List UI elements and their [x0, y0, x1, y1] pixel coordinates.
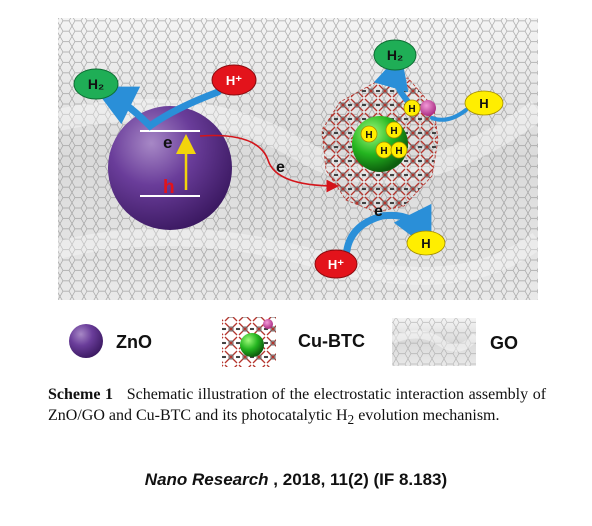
h2-bubble-left: H₂	[73, 68, 119, 100]
h2-release-arrow	[373, 52, 413, 107]
svg-text:H: H	[479, 96, 488, 111]
h-core-bubble-4: H	[390, 141, 408, 159]
citation-journal: Nano Research	[144, 470, 269, 489]
svg-text:H⁺: H⁺	[328, 257, 344, 272]
legend-zno-icon	[69, 324, 103, 358]
legend-zno-label: ZnO	[116, 332, 152, 352]
svg-text:H: H	[395, 146, 402, 157]
svg-text:H₂: H₂	[387, 47, 403, 63]
scheme-illustration: e h H₂ H⁺ e H H H H H₂	[55, 18, 545, 367]
citation: Nano Research , 2018, 11(2) (IF 8.183)	[0, 470, 592, 490]
h-core-bubble-1: H	[360, 125, 378, 143]
svg-text:H: H	[365, 130, 372, 141]
legend-cubtc-label: Cu-BTC	[298, 331, 365, 351]
svg-text:H: H	[390, 126, 397, 137]
h-core-bubble-2: H	[385, 121, 403, 139]
h2-bubble-right: H₂	[373, 39, 417, 71]
caption-text: Schematic illustration of the electrosta…	[48, 386, 547, 424]
caption-subscript: 2	[347, 412, 355, 428]
reduction-arrow-bottom	[342, 203, 432, 264]
figure-caption: Scheme 1 Schematic illustration of the e…	[48, 384, 546, 430]
caption-label: Scheme 1	[48, 386, 113, 403]
svg-text:H⁺: H⁺	[226, 73, 242, 88]
zno-particle: e h	[108, 106, 232, 230]
h-migration-arrow	[430, 108, 468, 122]
legend-cubtc-icon	[222, 317, 276, 367]
svg-text:H: H	[408, 104, 415, 115]
h-small-bubble: H	[403, 99, 421, 117]
legend: ZnO Cu-BTC GO	[69, 317, 518, 367]
legend-go-label: GO	[490, 333, 518, 353]
reduction-arrow-left	[93, 86, 222, 131]
hplus-bubble-bottom: H⁺	[314, 249, 358, 279]
go-sheet-background	[55, 18, 545, 300]
h-bubble-bottom: H	[406, 230, 446, 256]
caption-tail: evolution mechanism.	[354, 407, 500, 424]
legend-go-icon	[390, 318, 480, 366]
electron-label-cb: e	[163, 133, 172, 152]
h-bubble-right: H	[464, 90, 504, 116]
electron-transfer-arrow	[199, 134, 340, 193]
hole-label-vb: h	[163, 177, 175, 198]
svg-text:H: H	[380, 146, 387, 157]
svg-text:H₂: H₂	[88, 76, 104, 92]
pink-cu-site	[420, 100, 436, 116]
citation-details: , 2018, 11(2) (IF 8.183)	[268, 470, 448, 489]
electron-label-bottom: e	[374, 203, 383, 220]
h-core-bubble-3: H	[375, 141, 393, 159]
electron-transfer-label: e	[276, 159, 285, 176]
hplus-bubble-left: H⁺	[211, 64, 257, 96]
svg-text:H: H	[421, 236, 430, 251]
